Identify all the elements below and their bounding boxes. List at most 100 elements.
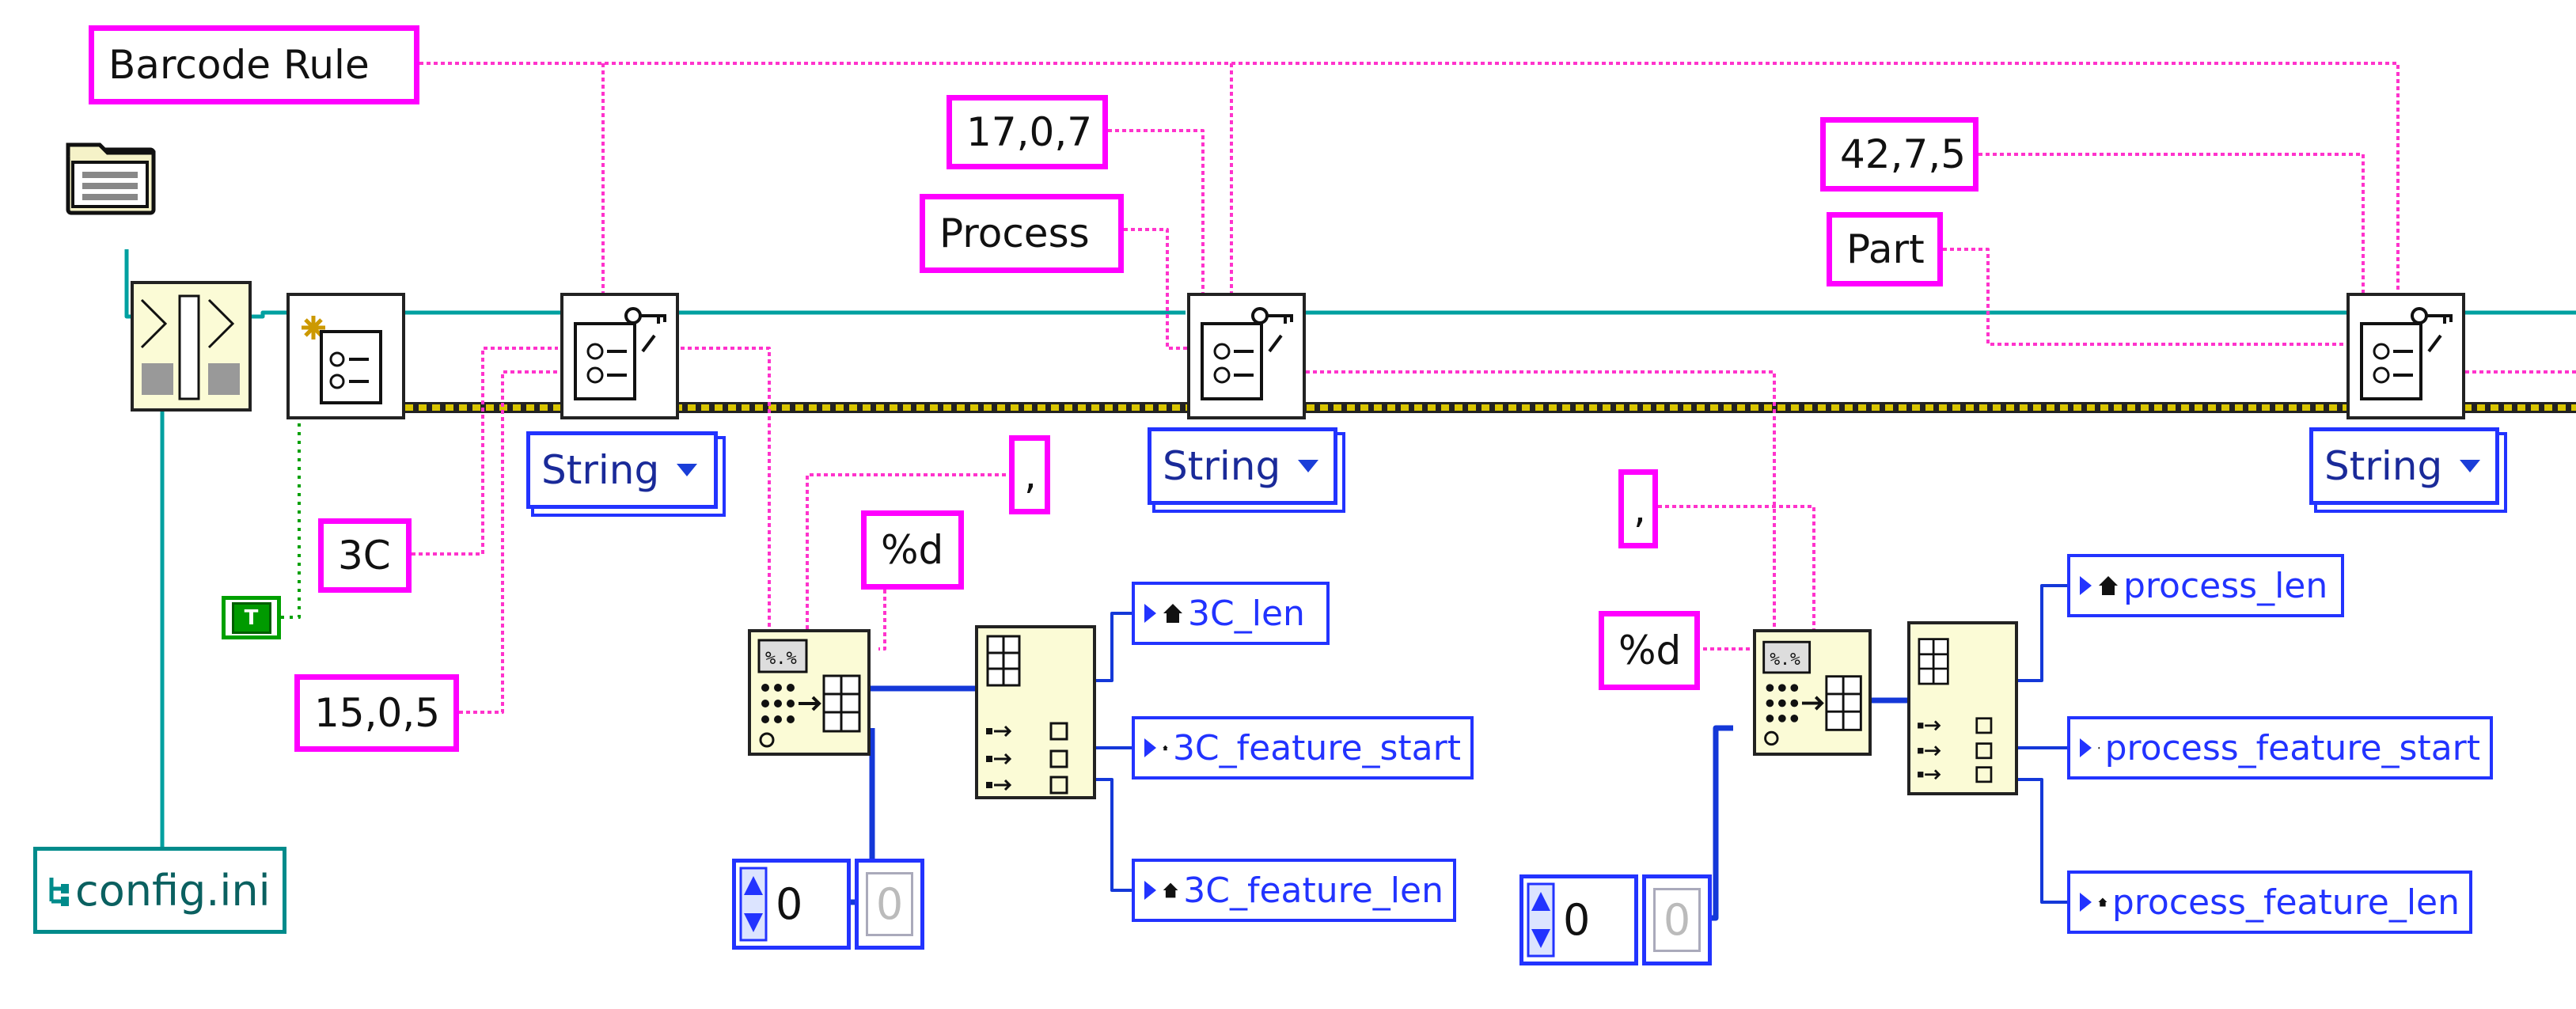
local-variable-3c-feature-len[interactable]: 3C_feature_len [1132, 859, 1456, 922]
config-path-text: config.ini [75, 865, 271, 916]
comma-wire-2 [1658, 505, 1815, 629]
house-icon [2098, 897, 2107, 907]
house-icon [1163, 604, 1182, 623]
constant-text: 17,0,7 [966, 109, 1093, 155]
spreadsheet-to-array-icon: %.% [757, 639, 861, 748]
index-array-icon [986, 635, 1068, 795]
house-icon [1163, 882, 1178, 898]
type-ring-1[interactable]: String [526, 431, 718, 509]
boolean-text: T [231, 601, 271, 634]
boolean-wire [279, 423, 301, 619]
boolean-constant[interactable]: T [222, 596, 281, 639]
local-variable-3c-len[interactable]: 3C_len [1132, 582, 1330, 645]
local-label: 3C_feature_start [1172, 727, 1461, 768]
increment-arrows-icon[interactable] [1527, 882, 1555, 958]
format-string-constant-1[interactable]: %d [861, 510, 964, 590]
constant-text: 15,0,5 [314, 690, 441, 736]
folder-icon[interactable] [65, 138, 158, 218]
string-out-wire-1 [681, 347, 771, 629]
svg-text:%.%: %.% [1770, 650, 1800, 670]
string-constant-17-0-7[interactable]: 17,0,7 [947, 95, 1108, 169]
local-variable-process-len[interactable]: process_len [2067, 554, 2344, 617]
read-key-node-2[interactable] [1187, 293, 1306, 419]
local-variable-3c-feature-start[interactable]: 3C_feature_start [1132, 716, 1474, 780]
part-wire [1943, 248, 2346, 346]
offset-value: 0 [1563, 895, 1591, 945]
part-constant[interactable]: Part [1827, 212, 1943, 286]
index-array-node-2[interactable] [1907, 621, 2018, 795]
format-text: %d [881, 527, 944, 573]
read-key-node-3[interactable] [2346, 293, 2465, 419]
refnum-wire-0 [252, 310, 286, 319]
house-icon [2099, 576, 2118, 595]
42-7-5-wire [1978, 153, 2365, 293]
spreadsheet-to-array-icon: %.% [1762, 640, 1862, 746]
type-ring-3[interactable]: String [2309, 427, 2499, 505]
process-text: Process [939, 211, 1090, 256]
process-wire [1124, 228, 1187, 350]
ring-label: String [541, 447, 660, 493]
string-constant-42-7-5[interactable]: 42,7,5 [1820, 117, 1978, 192]
local-variable-process-feature-len[interactable]: process_feature_len [2067, 871, 2472, 934]
delimiter-text: , [1024, 452, 1037, 498]
delimiter-constant-1[interactable]: , [1009, 435, 1050, 514]
write-arrow-icon [2080, 576, 2092, 595]
offset-out-value: 0 [865, 872, 914, 936]
process-constant[interactable]: Process [920, 194, 1124, 273]
15-0-5-wire [459, 370, 558, 714]
dropdown-arrow-icon [677, 464, 698, 476]
local-label: process_len [2123, 565, 2328, 606]
open-config-node[interactable] [131, 281, 252, 412]
offset-value: 0 [776, 879, 803, 929]
local-label: 3C_len [1188, 593, 1305, 634]
format-text: %d [1618, 628, 1682, 673]
local-label: process_feature_start [2104, 727, 2480, 768]
config-path-constant[interactable]: config.ini [33, 847, 286, 934]
local-label: process_feature_len [2111, 882, 2460, 923]
read-key-node-1[interactable] [560, 293, 679, 419]
constant-text: 3C [338, 533, 391, 578]
local-variable-process-feature-start[interactable]: process_feature_start [2067, 716, 2493, 780]
offset-numeric-control-2[interactable]: 0 [1519, 874, 1638, 965]
write-arrow-icon [2080, 893, 2092, 912]
house-icon [2098, 746, 2100, 749]
constant-text: 42,7,5 [1840, 131, 1967, 177]
new-config-node[interactable] [286, 293, 405, 419]
increment-arrows-icon[interactable] [739, 867, 768, 942]
read-key-icon [1201, 307, 1293, 400]
svg-text:%.%: %.% [765, 649, 797, 669]
spreadsheet-to-array-node-1[interactable]: %.% [748, 629, 871, 756]
part-text: Part [1846, 226, 1925, 272]
delimiter-constant-2[interactable]: , [1618, 469, 1658, 548]
write-arrow-icon [1144, 604, 1156, 623]
offset-numeric-control-1[interactable]: 0 [732, 859, 851, 950]
house-icon [1163, 745, 1168, 751]
offset-numeric-indicator-1: 0 [855, 859, 924, 950]
dropdown-arrow-icon [1298, 460, 1319, 472]
path-icon [49, 878, 69, 906]
write-arrow-icon [2080, 738, 2092, 757]
index-array-node-1[interactable] [975, 625, 1096, 799]
barcode-rule-text: Barcode Rule [108, 42, 370, 88]
comma-wire-1 [806, 473, 1009, 629]
format-string-constant-2[interactable]: %d [1599, 611, 1700, 690]
open-config-icon [140, 294, 240, 400]
sparkle-page-icon [302, 316, 382, 404]
3c-wire [412, 347, 558, 556]
index-array-icon [1918, 638, 1993, 783]
string-constant-3c[interactable]: 3C [318, 518, 412, 593]
string-constant-15-0-5[interactable]: 15,0,5 [294, 674, 459, 752]
index-wire-2 [1096, 778, 1132, 892]
index-wire-0 [1096, 612, 1132, 682]
read-key-icon [2360, 307, 2453, 400]
format-d-wire-1 [878, 590, 886, 651]
delimiter-text: , [1633, 486, 1646, 532]
spreadsheet-to-array-node-2[interactable]: %.% [1753, 629, 1872, 756]
index-wire-3 [2018, 584, 2067, 682]
barcode-rule-constant[interactable]: Barcode Rule [89, 25, 419, 104]
offset-out-value: 0 [1652, 888, 1702, 952]
write-arrow-icon [1144, 738, 1156, 757]
type-ring-2[interactable]: String [1148, 427, 1337, 505]
